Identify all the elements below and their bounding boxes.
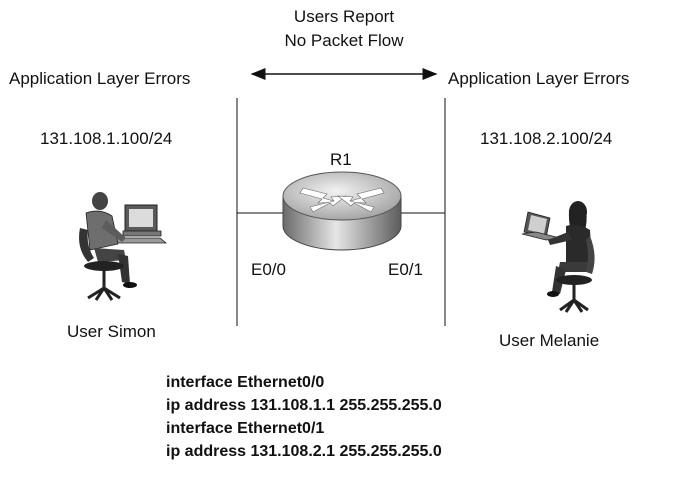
- user-simon-icon: [79, 192, 168, 301]
- router-config: interface Ethernet0/0 ip address 131.108…: [166, 371, 442, 463]
- left-ip-label: 131.108.1.100/24: [40, 129, 173, 148]
- iface-left-label: E0/0: [251, 260, 286, 279]
- user-left-label: User Simon: [67, 322, 156, 341]
- config-line: interface Ethernet0/0: [166, 374, 325, 391]
- user-melanie-icon: [521, 201, 595, 313]
- top-note: Users Report No Packet Flow: [252, 7, 436, 51]
- top-note-line-1: Users Report: [293, 7, 395, 26]
- router-name: R1: [330, 150, 352, 169]
- left-error-label: Application Layer Errors: [9, 69, 191, 88]
- config-line: interface Ethernet0/1: [166, 420, 325, 437]
- top-note-line-2: No Packet Flow: [284, 31, 404, 50]
- right-ip-label: 131.108.2.100/24: [480, 129, 613, 148]
- router-icon: [282, 171, 402, 251]
- config-line: ip address 131.108.2.1 255.255.255.0: [166, 443, 442, 460]
- config-line: ip address 131.108.1.1 255.255.255.0: [166, 397, 442, 414]
- user-right-label: User Melanie: [499, 331, 600, 350]
- right-error-label: Application Layer Errors: [448, 69, 630, 88]
- iface-right-label: E0/1: [388, 260, 423, 279]
